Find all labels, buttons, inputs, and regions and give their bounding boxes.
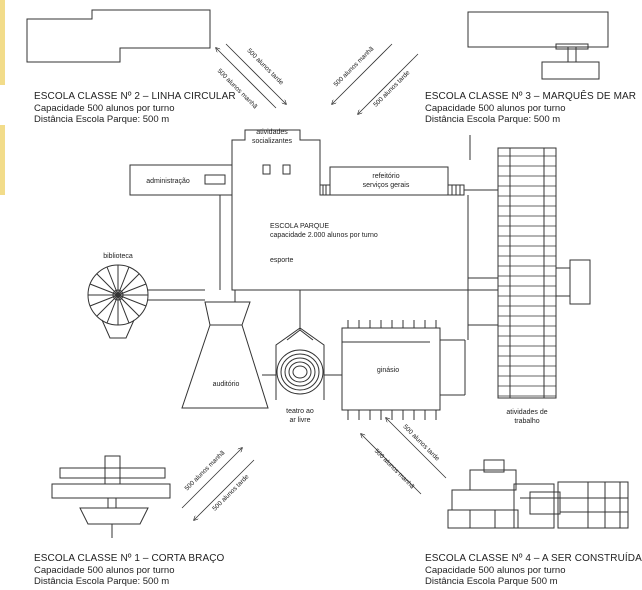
label-teatro-1: teatro ao	[286, 408, 314, 415]
teatro-ar-livre	[262, 290, 342, 400]
label-atividades: atividades	[256, 129, 288, 136]
label-escola-parque: ESCOLA PARQUE	[270, 223, 329, 230]
flow-arrows	[181, 43, 447, 520]
label-refeitorio: refeitório	[372, 173, 399, 180]
ec2-distance: Distância Escola Parque: 500 m	[34, 114, 170, 125]
ec2-info: ESCOLA CLASSE Nº 2 – LINHA CIRCULAR Capa…	[34, 91, 236, 126]
label-esporte: esporte	[270, 257, 293, 264]
ec2-capacity: Capacidade 500 alunos por turno	[34, 102, 175, 114]
ec3-info: ESCOLA CLASSE Nº 3 – MARQUÊS DE MAR Capa…	[425, 91, 637, 126]
accent-bar-top	[0, 0, 5, 85]
ec4-title: ESCOLA CLASSE Nº 4 – A SER CONSTRUÍDA	[425, 553, 642, 564]
park-labels: atividades socializantes administração r…	[103, 129, 548, 425]
ginasio-column-ticks	[347, 320, 437, 420]
label-capacidade: capacidade 2.000 alunos por turno	[270, 232, 378, 239]
label-teatro-2: ar livre	[289, 417, 310, 424]
label-trabalho-2: trabalho	[514, 418, 539, 425]
ec2-building-plan	[26, 9, 211, 63]
label-socializantes: socializantes	[252, 138, 293, 145]
ec2-title: ESCOLA CLASSE Nº 2 – LINHA CIRCULAR	[34, 91, 236, 102]
ec4-capacity: Capacidade 500 alunos por turno	[425, 564, 566, 576]
ec1-info: ESCOLA CLASSE Nº 1 – CORTA BRAÇO Capacid…	[34, 553, 224, 588]
arrow-label-br-manha: 500 alunos manhã	[373, 448, 416, 491]
escola-parque-main-block	[129, 129, 498, 291]
ec3-building-plan	[467, 11, 609, 80]
arrow-label-bl-manha: 500 alunos manhã	[184, 449, 227, 492]
ec1-title: ESCOLA CLASSE Nº 1 – CORTA BRAÇO	[34, 553, 225, 564]
arrow-label-tr-tarde: 500 alunos tarde	[372, 69, 411, 108]
label-auditorio: auditório	[213, 381, 240, 388]
accent-bar-bottom	[0, 125, 5, 195]
arrow-label-br-tarde: 500 alunos tarde	[401, 423, 440, 462]
ec1-building-plan	[51, 455, 171, 538]
arrow-label-tl-tarde: 500 alunos tarde	[245, 47, 284, 86]
label-trabalho-1: atividades de	[506, 409, 547, 416]
ec4-info: ESCOLA CLASSE Nº 4 – A SER CONSTRUÍDA Ca…	[425, 553, 642, 588]
ec4-distance: Distância Escola Parque 500 m	[425, 576, 558, 587]
label-servicos: serviços gerais	[363, 182, 410, 189]
label-ginasio: ginásio	[377, 367, 399, 374]
atividades-de-trabalho-block	[497, 147, 591, 399]
ginasio-building	[341, 290, 498, 411]
trabalho-structural-rungs	[498, 155, 556, 397]
ec1-distance: Distância Escola Parque: 500 m	[34, 576, 170, 587]
ec3-title: ESCOLA CLASSE Nº 3 – MARQUÊS DE MAR	[425, 91, 637, 102]
ec3-capacity: Capacidade 500 alunos por turno	[425, 102, 566, 114]
label-administracao: administração	[146, 178, 190, 185]
auditorio-building	[181, 290, 269, 409]
label-biblioteca: biblioteca	[103, 253, 133, 260]
biblioteca-building	[87, 264, 205, 339]
ec4-building-plan	[447, 459, 629, 529]
ec3-distance: Distância Escola Parque: 500 m	[425, 114, 561, 125]
ec1-capacity: Capacidade 500 alunos por turno	[34, 564, 175, 576]
arrow-label-bl-tarde: 500 alunos tarde	[211, 473, 250, 512]
